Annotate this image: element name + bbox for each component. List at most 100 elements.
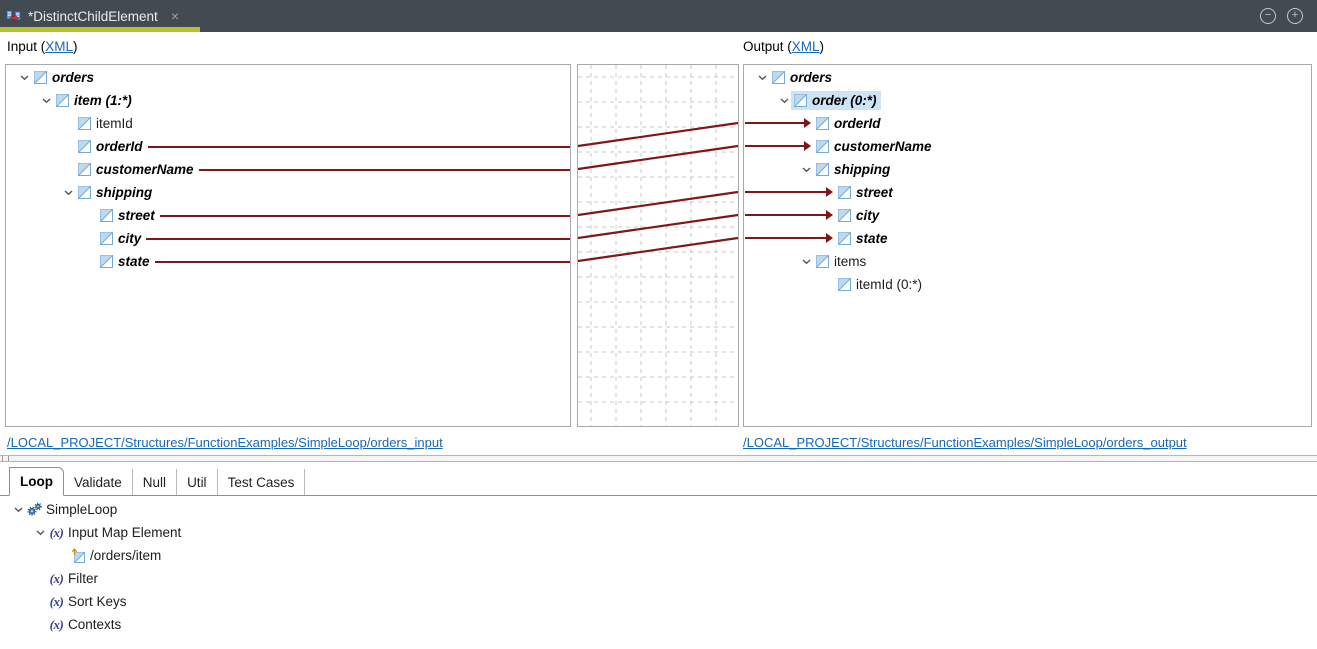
editor-tab-distinctchildelement[interactable]: *DistinctChildElement × bbox=[0, 0, 200, 32]
tree-node-orderid[interactable]: orderId bbox=[744, 112, 1311, 135]
element-icon bbox=[33, 71, 48, 84]
element-icon bbox=[55, 94, 70, 107]
horizontal-splitter[interactable] bbox=[0, 455, 1317, 462]
tree-node-label: Filter bbox=[68, 571, 98, 586]
tree-node-items[interactable]: items bbox=[744, 250, 1311, 273]
mapping-arrowhead-icon bbox=[826, 210, 833, 220]
tree-node-orderid[interactable]: orderId bbox=[6, 135, 570, 158]
output-tree-panel: orders order (0:*) orderId customerName ship… bbox=[743, 64, 1312, 427]
minimize-view-icon[interactable]: − bbox=[1260, 8, 1276, 24]
element-icon bbox=[77, 163, 92, 176]
tree-node-city[interactable]: city bbox=[6, 227, 570, 250]
tree-node-city[interactable]: city bbox=[744, 204, 1311, 227]
chevron-down-icon[interactable] bbox=[754, 66, 771, 89]
mapping-canvas[interactable] bbox=[577, 64, 739, 427]
chevron-spacer bbox=[60, 135, 77, 158]
mapping-line bbox=[146, 237, 570, 240]
function-icon: (x) bbox=[49, 617, 64, 633]
chevron-down-icon[interactable] bbox=[798, 250, 815, 273]
splitter-handle[interactable] bbox=[2, 456, 9, 461]
input-label-paren: ) bbox=[73, 39, 78, 54]
output-xml-link[interactable]: XML bbox=[791, 39, 820, 54]
selected-node-highlight: order (0:*) bbox=[791, 91, 881, 110]
tree-node-customername[interactable]: customerName bbox=[6, 158, 570, 181]
element-icon bbox=[837, 186, 852, 199]
chevron-spacer bbox=[82, 204, 99, 227]
tree-node-label: orders bbox=[790, 70, 833, 85]
tab-validate[interactable]: Validate bbox=[64, 469, 133, 495]
tree-node-orders[interactable]: orders bbox=[6, 66, 570, 89]
tree-node-label: itemId (0:*) bbox=[856, 277, 923, 292]
chevron-spacer bbox=[60, 158, 77, 181]
chevron-down-icon[interactable] bbox=[32, 521, 49, 544]
maximize-view-icon[interactable]: + bbox=[1287, 8, 1303, 24]
map-file-icon bbox=[6, 8, 21, 24]
tree-node-label: customerName bbox=[834, 139, 932, 154]
tree-node-order-0[interactable]: order (0:*) bbox=[744, 89, 1311, 112]
chevron-spacer bbox=[32, 590, 49, 613]
mapping-line bbox=[154, 260, 570, 263]
tab-util[interactable]: Util bbox=[177, 469, 218, 495]
tree-node-label: items bbox=[834, 254, 867, 269]
tree-node-input-map-element[interactable]: (x)Input Map Element bbox=[0, 521, 1317, 544]
function-icon: (x) bbox=[49, 571, 64, 587]
chevron-down-icon[interactable] bbox=[10, 498, 27, 521]
element-icon bbox=[77, 140, 92, 153]
tree-node-filter[interactable]: (x) Filter bbox=[0, 567, 1317, 590]
output-label: Output ( bbox=[743, 39, 792, 54]
chevron-spacer bbox=[32, 613, 49, 636]
tree-node-sort-keys[interactable]: (x) Sort Keys bbox=[0, 590, 1317, 613]
chevron-down-icon[interactable] bbox=[776, 89, 793, 112]
tree-node-label: item (1:*) bbox=[74, 93, 132, 108]
tree-node-label: Contexts bbox=[68, 617, 122, 632]
element-icon bbox=[99, 232, 114, 245]
tree-node-street[interactable]: street bbox=[744, 181, 1311, 204]
mapping-arrow bbox=[745, 141, 811, 151]
function-icon: (x) bbox=[49, 524, 64, 540]
tree-node-label: shipping bbox=[834, 162, 891, 177]
tree-node-shipping[interactable]: shipping bbox=[6, 181, 570, 204]
tree-node-orders-item[interactable]: /orders/item bbox=[0, 544, 1317, 567]
tree-node-itemid-0[interactable]: itemId (0:*) bbox=[744, 273, 1311, 296]
tree-node-shipping[interactable]: shipping bbox=[744, 158, 1311, 181]
tree-node-contexts[interactable]: (x) Contexts bbox=[0, 613, 1317, 636]
view-actions: − + bbox=[1260, 0, 1317, 32]
tree-node-orders[interactable]: orders bbox=[744, 66, 1311, 89]
tree-node-simpleloop[interactable]: SimpleLoop bbox=[0, 498, 1317, 521]
tab-test-cases[interactable]: Test Cases bbox=[218, 469, 306, 495]
output-resource-link[interactable]: /LOCAL_PROJECT/Structures/FunctionExampl… bbox=[743, 435, 1187, 450]
chevron-down-icon[interactable] bbox=[798, 158, 815, 181]
tree-node-customername[interactable]: customerName bbox=[744, 135, 1311, 158]
input-header: Input (XML) bbox=[7, 39, 78, 54]
tree-node-state[interactable]: state bbox=[744, 227, 1311, 250]
chevron-down-icon[interactable] bbox=[16, 66, 33, 89]
element-arrow-icon bbox=[71, 548, 86, 563]
close-tab-icon[interactable]: × bbox=[170, 8, 179, 24]
gears-icon bbox=[27, 502, 42, 517]
function-icon: (x) bbox=[49, 570, 64, 586]
mapping-line bbox=[198, 168, 570, 171]
mapping-arrow bbox=[745, 187, 833, 197]
tab-null[interactable]: Null bbox=[133, 469, 178, 495]
chevron-down-icon[interactable] bbox=[38, 89, 55, 112]
tree-node-label: state bbox=[118, 254, 150, 269]
element-icon bbox=[815, 117, 830, 130]
chevron-spacer bbox=[54, 544, 71, 567]
chevron-spacer bbox=[60, 112, 77, 135]
tree-node-label: orderId bbox=[96, 139, 143, 154]
tab-loop[interactable]: Loop bbox=[9, 467, 64, 496]
element-icon bbox=[77, 186, 92, 199]
chevron-down-icon[interactable] bbox=[60, 181, 77, 204]
tree-node-label: Sort Keys bbox=[68, 594, 127, 609]
element-icon bbox=[837, 278, 852, 291]
tree-node-label: street bbox=[118, 208, 155, 223]
input-xml-link[interactable]: XML bbox=[45, 39, 74, 54]
element-icon bbox=[793, 94, 808, 107]
input-resource-link[interactable]: /LOCAL_PROJECT/Structures/FunctionExampl… bbox=[7, 435, 443, 450]
chevron-spacer bbox=[82, 227, 99, 250]
tree-node-street[interactable]: street bbox=[6, 204, 570, 227]
tree-node-item-1[interactable]: item (1:*) bbox=[6, 89, 570, 112]
tree-node-itemid[interactable]: itemId bbox=[6, 112, 570, 135]
tree-node-state[interactable]: state bbox=[6, 250, 570, 273]
function-icon: (x) bbox=[49, 593, 64, 609]
